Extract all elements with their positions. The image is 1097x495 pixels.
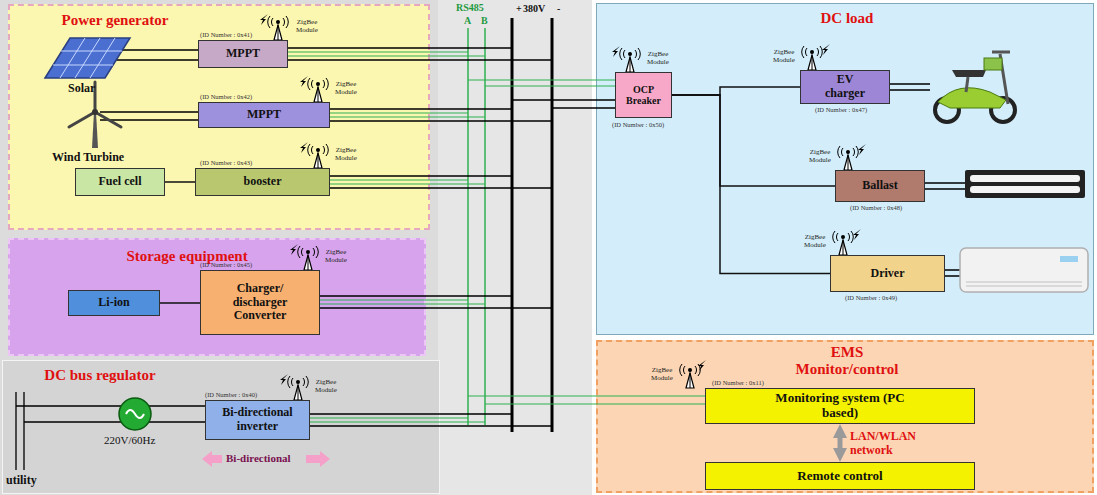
module-label: ZigBee Module: [328, 146, 364, 162]
scooter-picture: [952, 70, 986, 77]
breaker-box: OCP Breaker: [615, 72, 672, 118]
connector: [160, 302, 200, 304]
converter-box: booster: [195, 168, 330, 196]
control-box: Remote control: [705, 462, 975, 490]
module-label: ZigBee Module: [318, 248, 354, 264]
box-text: MPPT: [226, 47, 260, 61]
id-number: (ID Number : 0x42): [200, 93, 252, 100]
module-label: ZigBee Module: [797, 233, 833, 249]
utility-source: [126, 410, 144, 418]
region-title: DC bus regulator: [25, 367, 175, 384]
module-label: ZigBee Module: [328, 80, 364, 96]
left-ground: [0, 0, 592, 495]
inverter-box: Bi-directional inverter: [205, 400, 310, 440]
module-label: ZigBee Module: [289, 18, 325, 34]
bus-label: RS485: [455, 2, 485, 14]
region-title: DC load: [797, 10, 897, 27]
connector: [165, 181, 195, 183]
region-panel: EMS Monitor/controlMonitoring system (PC…: [596, 340, 1094, 493]
id-number: (ID Number : 0x48): [850, 204, 902, 211]
dc-bus: [467, 28, 469, 425]
rating-label: 220V/60Hz: [104, 434, 155, 447]
air-conditioner-picture: [960, 248, 1088, 292]
box-text: OCP Breaker: [622, 84, 666, 107]
module-label: ZigBee Module: [802, 148, 838, 164]
air-conditioner-picture: [1060, 256, 1078, 262]
scooter-picture: [966, 77, 968, 92]
id-number: (ID Number : 0x11): [712, 379, 764, 386]
box-text: Ballast: [862, 179, 897, 193]
converter-box: Charger/ discharger Converter: [200, 270, 320, 335]
id-number: (ID Number : 0x47): [815, 106, 867, 113]
battery-box: Li-ion: [68, 290, 160, 316]
box-text: Charger/ discharger Converter: [224, 282, 296, 323]
air-conditioner-picture: [966, 282, 1082, 286]
id-number: (ID Number : 0x41): [200, 31, 252, 38]
box-text: booster: [244, 175, 282, 189]
id-number: (ID Number : 0x50): [612, 121, 664, 128]
load-box: Driver: [830, 255, 945, 292]
bus-ground: [438, 0, 592, 495]
connector: [838, 436, 843, 450]
direction-label: Bi-directional: [226, 452, 291, 465]
region-panel: Storage equipmentLi-ionCharger/ discharg…: [8, 238, 426, 356]
wind-turbine: [92, 109, 98, 115]
region-panel: DC bus regulatorBi-directional inverter: [2, 360, 440, 494]
box-text: MPPT: [247, 108, 281, 122]
id-number: (ID Number : 0x49): [845, 294, 897, 301]
box-text: Bi-directional inverter: [216, 406, 300, 434]
box-text: Li-ion: [98, 296, 129, 310]
monitor-box: Monitoring system (PC based): [705, 388, 975, 424]
region-title: Power generator: [40, 12, 190, 29]
region-title: EMS Monitor/control: [782, 344, 912, 378]
load-box: EV charger: [800, 70, 890, 104]
bus-label: -: [556, 3, 561, 15]
picture-label: Wind Turbine: [52, 151, 124, 165]
load-box: Ballast: [835, 170, 925, 202]
right-ground: [592, 0, 1097, 495]
module-label: ZigBee Module: [640, 50, 676, 66]
bus-label: B: [480, 15, 489, 27]
source-box: Fuel cell: [75, 168, 165, 196]
picture-label: utility: [6, 474, 37, 488]
box-text: Monitoring system (PC based): [765, 391, 915, 421]
box-text: Remote control: [797, 469, 882, 484]
lamp-picture: [970, 186, 1080, 193]
converter-box: MPPT: [198, 102, 330, 128]
edge-label: LAN/WLAN network: [850, 429, 930, 457]
bus-label: 380V: [522, 3, 546, 15]
module-label: ZigBee Module: [308, 378, 344, 394]
box-text: EV charger: [819, 73, 871, 101]
scooter-picture: [984, 58, 1002, 70]
id-number: (ID Number : 0x43): [200, 159, 252, 166]
utility-source: [119, 398, 151, 430]
lamp-picture: [970, 175, 1080, 182]
bus-label: A: [463, 15, 472, 27]
id-number: (ID Number : 0x45): [200, 261, 252, 268]
rs485-wire: [468, 80, 617, 86]
converter-box: MPPT: [198, 40, 288, 68]
id-number: (ID Number : 0x40): [205, 391, 257, 398]
lamp-picture: [965, 170, 1085, 198]
picture-label: Solar: [68, 82, 95, 96]
lamp-picture: [965, 170, 1085, 198]
utility-source: [119, 398, 151, 430]
module-label: ZigBee Module: [644, 366, 680, 382]
air-conditioner-picture: [960, 248, 1088, 292]
box-text: Driver: [871, 267, 905, 281]
box-text: Fuel cell: [99, 175, 142, 189]
module-label: ZigBee Module: [766, 48, 802, 64]
dc-bus: [484, 28, 486, 425]
